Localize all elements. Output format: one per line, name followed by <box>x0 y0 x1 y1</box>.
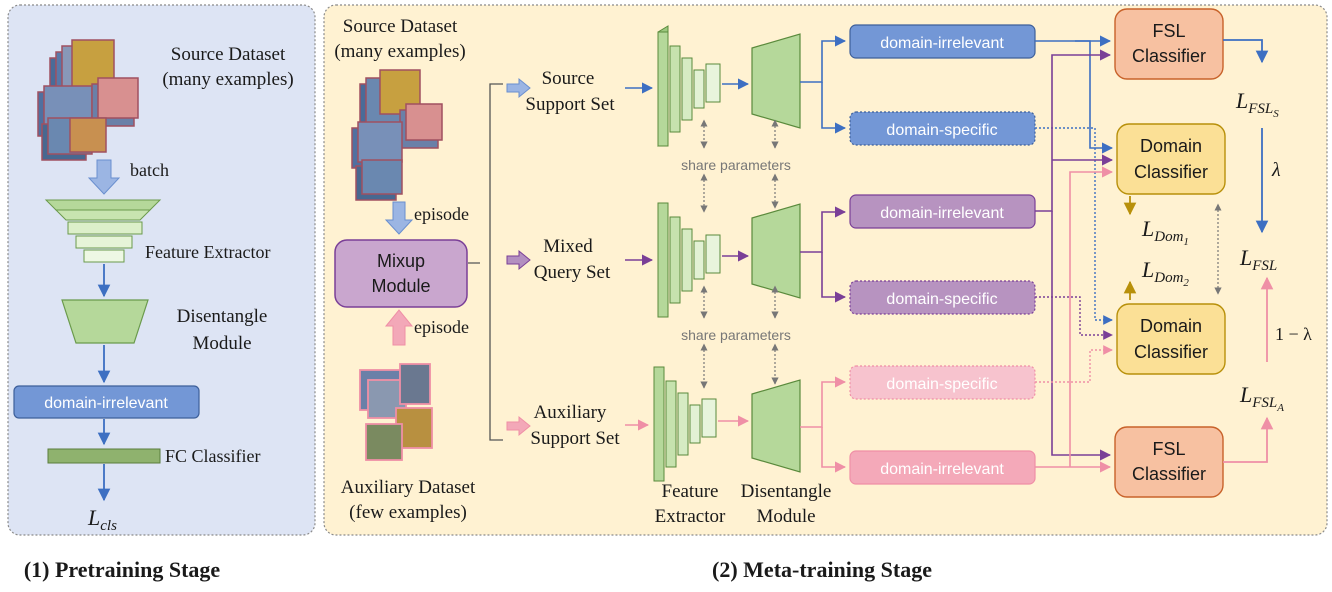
metatraining-stage-title: (2) Meta-training Stage <box>712 557 932 582</box>
mixup-module-line1: Mixup <box>377 251 425 271</box>
dm-label-line2: Module <box>756 506 815 527</box>
pretraining-stage-title: (1) Pretraining Stage <box>24 557 221 582</box>
fe-label-line2: Extractor <box>655 506 726 527</box>
fsl-classifier-top <box>1114 8 1224 80</box>
dom-top-line1: Domain <box>1140 136 1202 156</box>
row2-specific-label: domain-specific <box>886 291 997 308</box>
fc-classifier-label: FC Classifier <box>165 446 261 466</box>
p1-domain-irrelevant-label: domain-irrelevant <box>44 395 168 412</box>
source-support-line2: Support Set <box>525 94 615 115</box>
fsl-top-line2: Classifier <box>1132 46 1206 66</box>
feature-extractor-row3 <box>653 366 717 482</box>
row3-specific-label: domain-specific <box>886 376 997 393</box>
dom-bot-line2: Classifier <box>1134 342 1208 362</box>
row2-irrelevant-label: domain-irrelevant <box>880 205 1004 222</box>
loss-fsl-s: LFSLS <box>1235 88 1279 120</box>
aux-support-line2: Support Set <box>530 428 620 449</box>
p2-source-dataset-line2: (many examples) <box>334 41 465 62</box>
dom-top-line2: Classifier <box>1134 162 1208 182</box>
p1-feature-extractor <box>44 199 162 263</box>
loss-lambda: λ <box>1271 159 1281 181</box>
source-set-arrow <box>506 77 531 99</box>
mixed-query-line1: Mixed <box>543 236 593 257</box>
p1-disentangle-module <box>61 299 149 344</box>
mixup-module-line2: Module <box>371 276 430 296</box>
fe-label-line1: Feature <box>662 481 719 502</box>
share-params-label-1: share parameters <box>681 157 791 173</box>
metatraining-panel <box>323 4 1328 536</box>
loss-fsl: LFSL <box>1239 245 1277 274</box>
episode-arrow-bottom <box>384 309 414 346</box>
p1-domain-irrelevant-box <box>13 385 200 419</box>
fsl-top-line1: FSL <box>1152 21 1185 41</box>
mixed-query-line2: Query Set <box>534 262 611 283</box>
episode-label-bottom: episode <box>414 317 469 337</box>
auxiliary-dataset-line1: Auxiliary Dataset <box>341 477 476 498</box>
disentangle-row2 <box>751 203 801 299</box>
disentangle-row1 <box>751 33 801 129</box>
row1-specific-label: domain-specific <box>886 122 997 139</box>
feature-extractor-row1 <box>657 25 721 147</box>
fsl-bot-line2: Classifier <box>1132 464 1206 484</box>
fc-classifier-bar <box>47 448 161 464</box>
episode-bracket <box>468 83 503 441</box>
p2-source-dataset-line1: Source Dataset <box>343 16 458 37</box>
row3-irrelevant-label: domain-irrelevant <box>880 461 1004 478</box>
loss-one-minus-lambda: 1 − λ <box>1275 324 1312 344</box>
disentangle-row3 <box>751 379 801 473</box>
source-dataset-images <box>37 39 139 161</box>
p1-disentangle-line2: Module <box>192 333 251 354</box>
share-params-links <box>700 119 779 389</box>
auxiliary-dataset-line2: (few examples) <box>349 502 467 523</box>
p1-source-dataset-line2: (many examples) <box>162 69 293 90</box>
loss-dom2: LDom2 <box>1141 257 1189 289</box>
batch-label: batch <box>130 160 169 180</box>
batch-arrow <box>87 159 121 195</box>
source-support-line1: Source <box>542 68 595 89</box>
dm-label-line1: Disentangle <box>741 481 832 502</box>
feature-extractor-row2 <box>657 202 721 318</box>
auxiliary-dataset-images <box>359 363 433 461</box>
aux-set-arrow <box>506 415 531 437</box>
loss-fsl-a: LFSLA <box>1239 382 1284 414</box>
domain-classifier-bottom <box>1116 303 1226 375</box>
fsl-classifier-bottom <box>1114 426 1224 498</box>
domain-classifier-top <box>1116 123 1226 195</box>
loss-dom1: LDom1 <box>1141 216 1189 248</box>
p1-feature-extractor-label: Feature Extractor <box>145 242 270 262</box>
fsl-bot-line1: FSL <box>1152 439 1185 459</box>
row1-irrelevant-label: domain-irrelevant <box>880 35 1004 52</box>
episode-arrow-top <box>384 201 414 235</box>
share-params-label-2: share parameters <box>681 327 791 343</box>
aux-support-line1: Auxiliary <box>534 402 607 423</box>
p2-source-dataset-images <box>351 69 443 201</box>
mixup-module <box>334 239 468 308</box>
p1-disentangle-line1: Disentangle <box>177 306 268 327</box>
episode-label-top: episode <box>414 204 469 224</box>
p1-source-dataset-line1: Source Dataset <box>171 44 286 65</box>
dom-bot-line1: Domain <box>1140 316 1202 336</box>
mixed-set-arrow <box>506 249 531 271</box>
loss-cls: Lcls <box>87 505 117 534</box>
pretraining-panel: Source Dataset (many examples) batch Fea… <box>7 4 316 536</box>
